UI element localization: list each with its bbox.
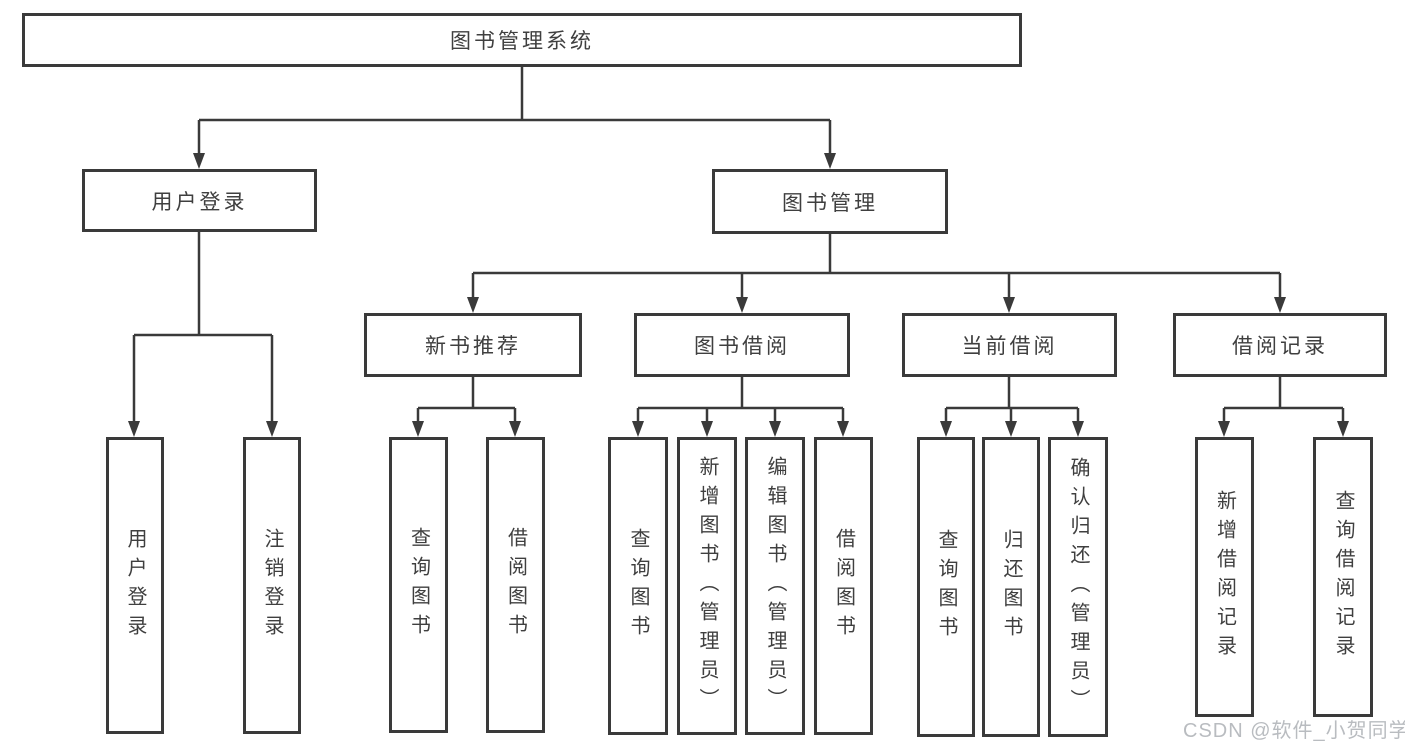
node-current-borrow: 当前借阅 xyxy=(902,313,1117,377)
leaf-add-borrow-record-label: 新增借阅记录 xyxy=(1213,490,1236,664)
leaf-borrow-books-2: 借阅图书 xyxy=(814,437,873,735)
leaf-add-books-admin: 新增图书（管理员） xyxy=(677,437,737,735)
leaf-add-borrow-record: 新增借阅记录 xyxy=(1195,437,1254,717)
leaf-borrow-books-1-label: 借阅图书 xyxy=(504,527,527,643)
node-book-borrow-label: 图书借阅 xyxy=(694,335,790,358)
node-new-book-recommend: 新书推荐 xyxy=(364,313,582,377)
leaf-return-books: 归还图书 xyxy=(982,437,1040,737)
leaf-user-login-label: 用户登录 xyxy=(124,527,146,644)
node-book-management: 图书管理 xyxy=(712,169,948,234)
leaf-query-borrow-record: 查询借阅记录 xyxy=(1313,437,1373,717)
leaf-add-books-admin-label: 新增图书（管理员） xyxy=(696,455,718,717)
leaf-user-login: 用户登录 xyxy=(106,437,164,734)
leaf-query-books-2: 查询图书 xyxy=(608,437,668,735)
node-user-login-label: 用户登录 xyxy=(151,190,248,214)
node-borrow-records-label: 借阅记录 xyxy=(1232,335,1328,358)
leaf-edit-books-admin: 编辑图书（管理员） xyxy=(745,437,805,735)
node-user-login: 用户登录 xyxy=(82,169,317,232)
leaf-query-books-3: 查询图书 xyxy=(917,437,975,737)
node-new-book-recommend-label: 新书推荐 xyxy=(425,335,521,358)
leaf-confirm-return-admin-label: 确认归还（管理员） xyxy=(1067,456,1089,718)
node-root: 图书管理系统 xyxy=(22,13,1022,67)
node-book-management-label: 图书管理 xyxy=(782,191,878,215)
leaf-confirm-return-admin: 确认归还（管理员） xyxy=(1048,437,1108,737)
node-borrow-records: 借阅记录 xyxy=(1173,313,1387,377)
leaf-logout: 注销登录 xyxy=(243,437,301,734)
node-root-label: 图书管理系统 xyxy=(450,30,594,53)
node-book-borrow: 图书借阅 xyxy=(634,313,850,377)
leaf-query-books-2-label: 查询图书 xyxy=(627,528,649,644)
leaf-logout-label: 注销登录 xyxy=(261,527,283,644)
leaf-edit-books-admin-label: 编辑图书（管理员） xyxy=(764,455,786,717)
leaf-query-books-3-label: 查询图书 xyxy=(935,529,957,645)
leaf-return-books-label: 归还图书 xyxy=(1000,529,1022,645)
leaf-borrow-books-1: 借阅图书 xyxy=(486,437,545,733)
leaf-borrow-books-2-label: 借阅图书 xyxy=(832,528,855,644)
node-current-borrow-label: 当前借阅 xyxy=(961,335,1058,358)
leaf-query-books-1-label: 查询图书 xyxy=(407,527,430,643)
watermark: CSDN @软件_小贺同学 xyxy=(1183,720,1405,742)
leaf-query-borrow-record-label: 查询借阅记录 xyxy=(1332,490,1354,664)
leaf-query-books-1: 查询图书 xyxy=(389,437,448,733)
